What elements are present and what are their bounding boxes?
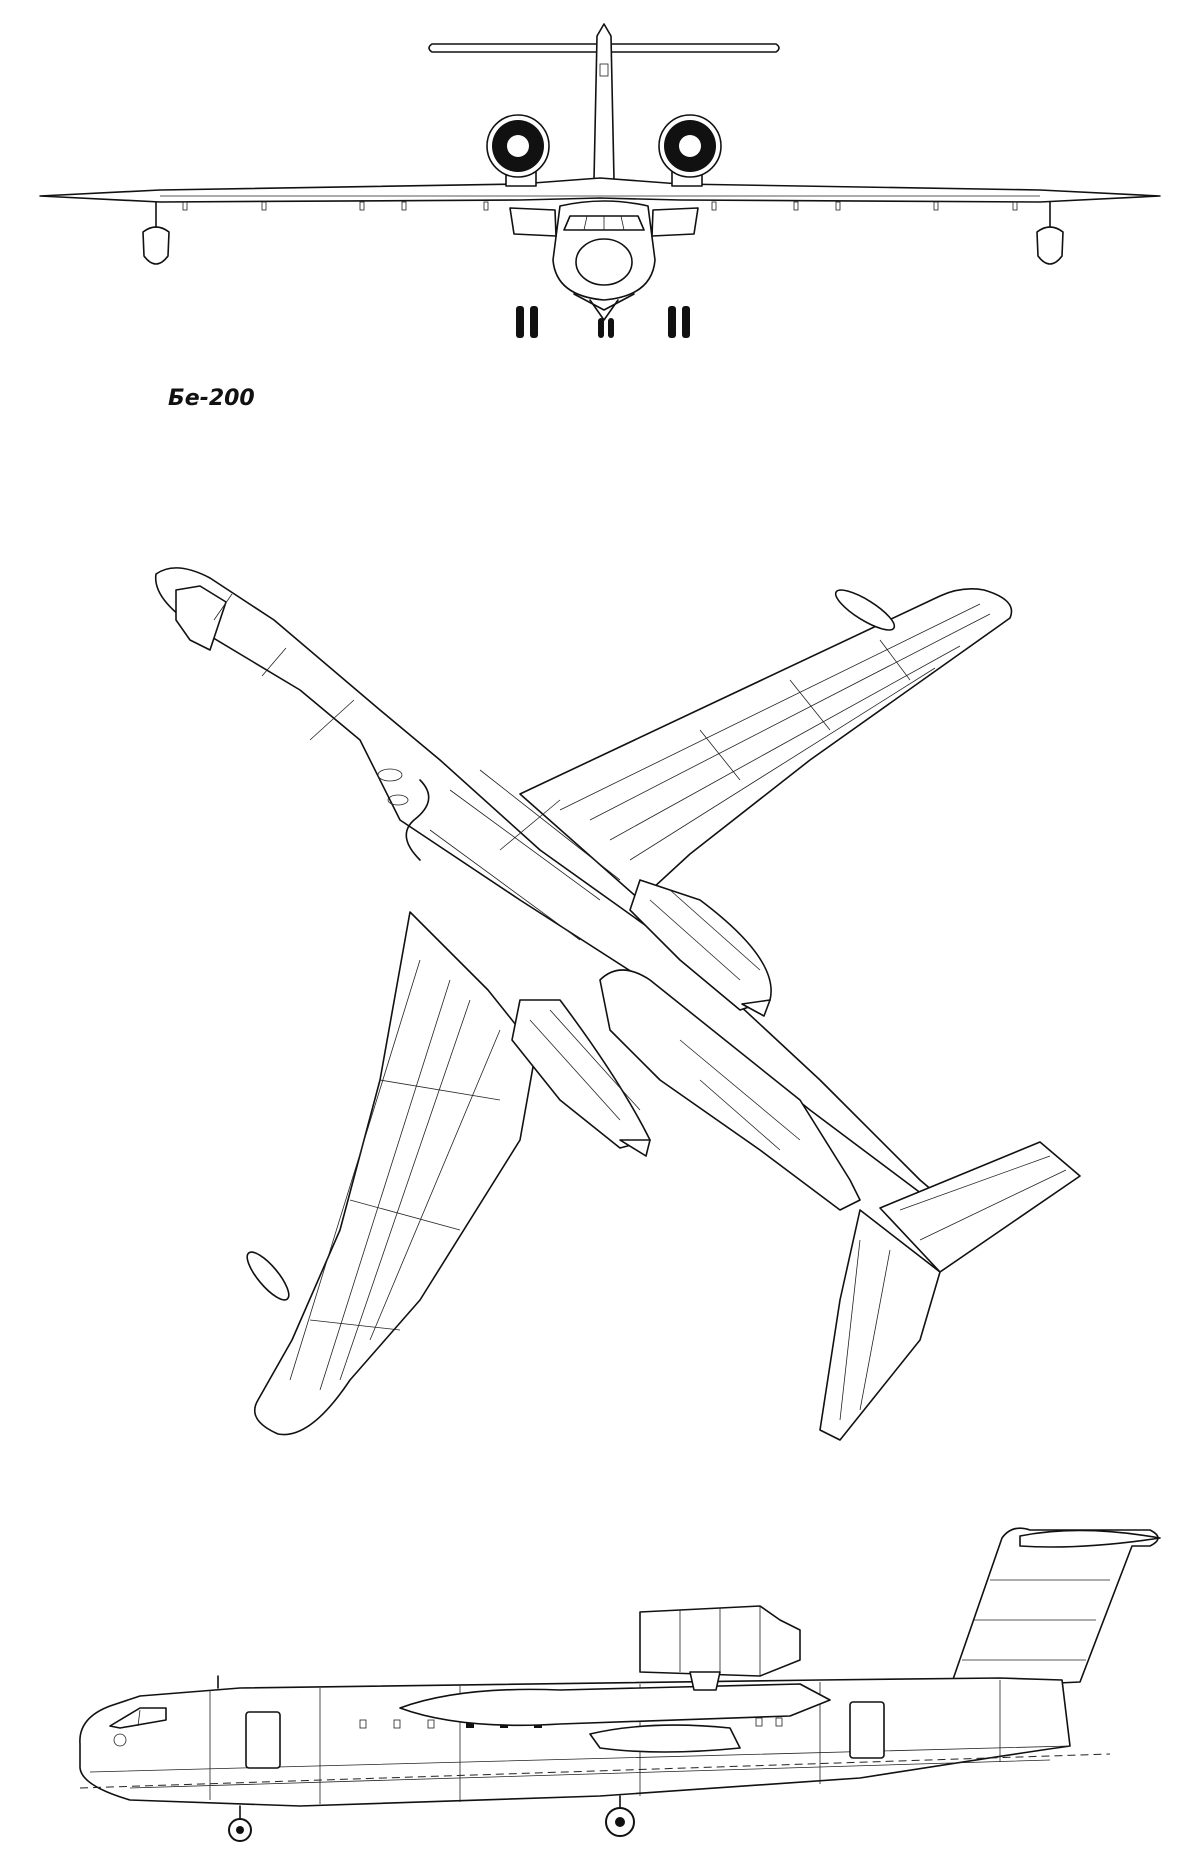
front-wing bbox=[39, 177, 1161, 203]
top-lower-wing bbox=[253, 911, 537, 1436]
side-waterline bbox=[79, 1753, 1111, 1789]
top-view-drawing bbox=[0, 540, 1200, 1460]
side-nose-gear bbox=[228, 1805, 252, 1842]
side-cockpit-windows bbox=[109, 1707, 167, 1729]
side-engine-nacelle bbox=[639, 1605, 801, 1691]
side-fuselage bbox=[79, 1677, 1071, 1807]
top-upper-stabilizer bbox=[879, 1141, 1081, 1273]
side-view-drawing bbox=[0, 1500, 1200, 1867]
lower-wing-float bbox=[246, 1251, 290, 1301]
upper-wing-float bbox=[834, 589, 896, 631]
top-lower-stabilizer bbox=[819, 1209, 941, 1441]
nose-radome bbox=[575, 238, 633, 286]
side-main-gear bbox=[605, 1795, 635, 1837]
side-wing-root bbox=[399, 1683, 831, 1727]
right-engine-nacelle bbox=[658, 114, 722, 187]
side-float bbox=[589, 1724, 741, 1753]
aircraft-plan-view-icon bbox=[154, 567, 1081, 1441]
side-horizontal-tail bbox=[1019, 1529, 1161, 1548]
side-vertical-tail bbox=[949, 1527, 1159, 1689]
landing-gear-front bbox=[516, 306, 690, 338]
side-front-door bbox=[245, 1711, 281, 1769]
aircraft-label: Бе-200 bbox=[168, 386, 255, 411]
front-view-drawing bbox=[0, 0, 1200, 360]
top-upper-wing bbox=[519, 588, 1013, 901]
front-vertical-fin bbox=[593, 23, 615, 181]
top-hull-pod bbox=[599, 969, 861, 1211]
left-engine-nacelle bbox=[486, 114, 550, 187]
aircraft-side-view-icon bbox=[79, 1527, 1161, 1842]
top-upper-engine bbox=[629, 879, 772, 1017]
top-cockpit bbox=[175, 585, 227, 651]
right-wingtip-float bbox=[1036, 201, 1064, 265]
aircraft-front-view-icon bbox=[39, 23, 1161, 338]
side-rear-door bbox=[849, 1701, 885, 1759]
top-lower-engine bbox=[511, 999, 651, 1157]
left-wingtip-float bbox=[142, 201, 170, 265]
flap-track-fairings bbox=[182, 201, 1018, 211]
